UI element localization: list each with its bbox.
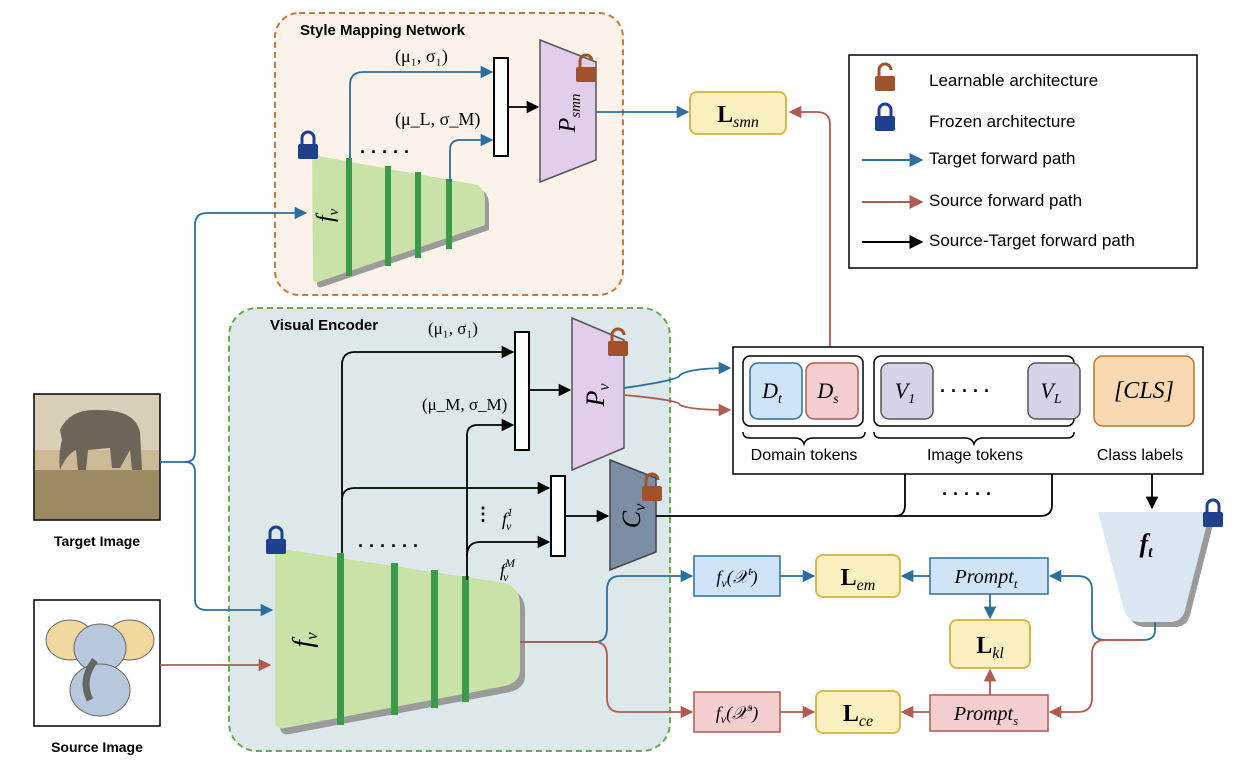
ft-label: ft: [1139, 529, 1153, 561]
ve-encoder-label: fv: [288, 632, 321, 648]
encoder-to-source-feature-arrow: [520, 641, 694, 719]
loss-smn-box: [689, 91, 787, 135]
loss-em-box: [815, 554, 901, 598]
smn-layer-dots: · · · · ·: [360, 142, 410, 162]
domain-token-group: [742, 355, 864, 427]
ve-stat-bottom: (μ_M, σ_M): [422, 395, 507, 414]
target-feature-label: fv(𝒳t): [716, 564, 757, 590]
target-image-ground: [35, 470, 159, 519]
feat-vdots: ⋮: [474, 504, 492, 524]
ve-encoder-layer: [337, 553, 344, 725]
ve-stat-top: (μ₁, σ₁): [428, 319, 478, 338]
token-vl-label: VL: [1040, 378, 1061, 407]
ft-to-prompt-target-arrow: [1048, 569, 1156, 641]
token-dt-label: Dt: [761, 378, 783, 407]
target-image: Target Image: [33, 393, 161, 549]
class-labels-label: Class labels: [1097, 447, 1183, 464]
smn-target-arrows: [349, 65, 690, 182]
prompt-target-box: [929, 557, 1049, 595]
visual-encoder: Visual Encoder fv · · · · · · (μ₁, σ₁) (…: [228, 307, 671, 752]
ft-to-prompt-source-arrow: [1048, 639, 1143, 719]
image-token-dots: · · · · ·: [940, 381, 990, 401]
source-elephant-trunk: [82, 657, 98, 702]
prompt-source-label: Prompts: [953, 703, 1018, 728]
target-image-arrows: [160, 206, 308, 617]
token-dt: [749, 362, 803, 420]
loss-kl-box: [949, 619, 1031, 669]
target-image-label: Target Image: [54, 533, 140, 549]
source-image: Source Image: [33, 599, 161, 755]
loss-smn-label: Lsmn: [717, 102, 759, 131]
p-v-label: Pv: [581, 383, 613, 408]
token-cls-label: [CLS]: [1114, 378, 1174, 404]
ft-encoder: [1098, 512, 1210, 622]
smn-stats-concat: [493, 57, 509, 157]
legend-learnable: Learnable architecture: [929, 71, 1098, 90]
source-feature-label: fv(𝒳s): [716, 700, 759, 726]
ve-encoder-layer: [391, 563, 398, 715]
prompt-target-label: Promptt: [954, 566, 1018, 591]
smn-title: Style Mapping Network: [300, 22, 466, 39]
smn-stat-top: (μ₁, σ₁): [395, 46, 448, 67]
ft-frozen-lock-icon: [1201, 498, 1225, 529]
target-elephant-shape: [59, 409, 143, 470]
token-v1: [880, 362, 934, 420]
token-ds: [805, 362, 859, 420]
loss-kl-label: Lkl: [976, 633, 1004, 662]
text-encoder: ft: [1098, 498, 1225, 627]
smn-encoder-layer: [415, 172, 421, 258]
legend-st-path: Source-Target forward path: [929, 231, 1135, 250]
style-mapping-network: Style Mapping Network fv · · · · · (μ₁, …: [274, 12, 624, 296]
smn-encoder-layer: [446, 179, 452, 249]
ve-layer-dots: · · · · · ·: [358, 536, 419, 556]
pv-to-dt-arrow: [623, 361, 732, 389]
loss-em-label: Lem: [841, 565, 876, 594]
encoder-to-target-feature-arrow: [520, 569, 694, 643]
domain-brace: [742, 431, 866, 447]
image-tokens-label: Image tokens: [927, 447, 1023, 464]
p-smn-label: Psmn: [555, 94, 584, 134]
smn-encoder: [312, 155, 485, 283]
ve-stats-concat: [514, 331, 530, 451]
c-v-label: Cv: [617, 503, 649, 528]
legend-frozen: Frozen architecture: [929, 112, 1075, 131]
source-image-label: Source Image: [51, 739, 143, 755]
ve-encoder-layer: [431, 570, 438, 708]
token-panel: Dt Ds V1 · · · · · VL [CLS] Domain token…: [732, 346, 1204, 475]
domain-tokens-label: Domain tokens: [751, 447, 858, 464]
source-elephant-body: [69, 663, 131, 717]
token-ds-label: Ds: [816, 378, 839, 407]
image-brace: [873, 431, 1075, 447]
pv-to-ds-arrow: [623, 394, 732, 417]
loss-ce-label: Lce: [843, 701, 873, 730]
token-cls: [1093, 355, 1195, 427]
ve-encoder-layer: [462, 576, 469, 702]
legend-target-path: Target forward path: [929, 149, 1075, 168]
prompt-source-box: [929, 694, 1049, 732]
smn-encoder-layer: [385, 166, 391, 266]
token-vl: [1027, 362, 1081, 420]
legend-box: [848, 54, 1198, 269]
smn-encoder-label: fv: [313, 208, 342, 222]
ve-st-arrows: [341, 345, 1059, 580]
legend: Learnable architecture Frozen architectu…: [848, 54, 1198, 269]
image-token-dots-lower: · · · · ·: [942, 484, 992, 504]
legend-source-path: Source forward path: [929, 191, 1082, 210]
smn-encoder-layer: [346, 158, 352, 276]
ve-title: Visual Encoder: [270, 317, 378, 334]
ds-to-loss-smn-arrow: [788, 105, 831, 365]
smn-stat-bottom: (μ_L, σ_M): [395, 109, 480, 130]
loss-ce-box: [815, 690, 901, 734]
ve-feature-concat: [550, 475, 566, 557]
token-v1-label: V1: [895, 378, 915, 407]
source-feature-box: [693, 691, 781, 733]
